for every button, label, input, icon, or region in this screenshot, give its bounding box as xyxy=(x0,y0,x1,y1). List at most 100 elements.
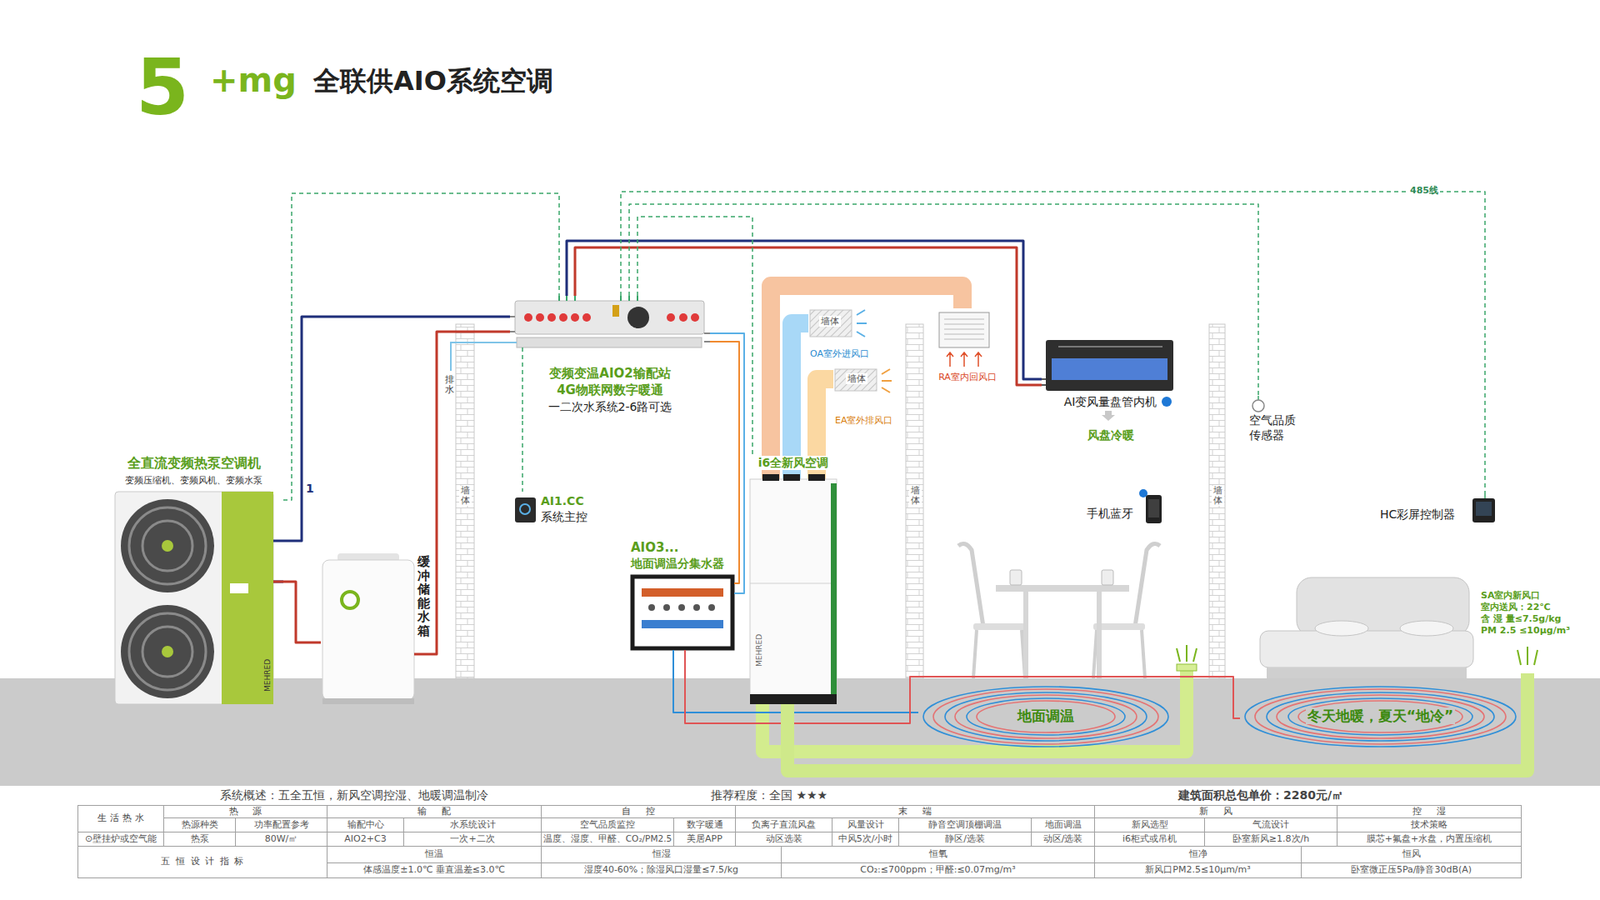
wall-label: 墙体 xyxy=(909,485,922,506)
distribution-station: 变频变温AIO2输配站4G物联网数字暖通一二次水系统2-6路可选 xyxy=(510,295,710,421)
wall-box xyxy=(810,310,852,337)
table-text: 技术策略 xyxy=(1410,820,1448,830)
table-text: 湿度40-60%；除湿风口湿量≤7.5/kg xyxy=(584,865,739,875)
valve xyxy=(678,604,685,611)
outlet-spec: 含 湿 量≤7.5g/kg xyxy=(1480,613,1561,625)
air-duct xyxy=(791,323,809,455)
manifold-box xyxy=(632,576,733,649)
fresh-air-unit xyxy=(750,479,837,703)
pipe-note: 排水 xyxy=(445,375,455,395)
valve xyxy=(559,313,568,322)
table-cell: 卧室新风≥1.8次/h xyxy=(1204,831,1338,847)
outdoor-unit-body xyxy=(115,491,274,705)
manifold-bar xyxy=(641,620,724,629)
table-text: 恒温 xyxy=(425,849,444,860)
supply-air-outlet: SA室内新风口室内送风：22℃含 湿 量≤7.5g/kgPM 2.5 ≤10μg… xyxy=(1479,590,1573,674)
floor-manifold: AIO3...地面调温分集水器 xyxy=(629,540,735,650)
coil-pipe xyxy=(923,686,1169,747)
coil-pipe xyxy=(1266,692,1495,741)
valve xyxy=(570,313,580,322)
table-cell: 热泵 xyxy=(163,831,236,847)
wire-label: 485线 xyxy=(1408,185,1440,196)
table-cell: 动区/选装 xyxy=(1030,831,1095,847)
table-cell: 空气品质监控 xyxy=(540,817,675,833)
water-pipe xyxy=(283,316,510,541)
floor-vent xyxy=(1176,664,1197,671)
table-text: 气流设计 xyxy=(1252,820,1290,830)
table-cell: 自控 xyxy=(540,805,736,819)
station-bar xyxy=(516,337,702,348)
unit-seam xyxy=(750,583,831,585)
table-text: 自控 xyxy=(607,806,670,817)
station-panel xyxy=(515,300,705,335)
table-text: 末端 xyxy=(884,806,947,817)
table-text: 五恒设计指标 xyxy=(155,856,250,867)
air-arrows xyxy=(881,369,892,393)
vent-label: EA室外排风口 xyxy=(835,415,893,426)
unit-title: i6全新风空调 xyxy=(756,455,831,470)
table-cell: 输配中心 xyxy=(326,817,405,833)
table-cell: 气流设计 xyxy=(1204,817,1338,833)
wall-label: 墙体 xyxy=(459,485,472,506)
table-text: 地面调温 xyxy=(1045,820,1082,830)
table-cell: 技术策略 xyxy=(1336,817,1522,833)
table-cell: 卧室微正压5Pa/静音30dB(A) xyxy=(1300,862,1522,879)
table-text: 温度、湿度、甲醛、CO₂/PM2.5 xyxy=(543,834,672,845)
summary-text: 系统概述：五全五恒，新风空调控湿、地暖调温制冷 xyxy=(220,788,489,803)
table-text: 膜芯+氟盘+水盘，内置压缩机 xyxy=(1366,834,1492,845)
outlet-spec: PM 2.5 ≤10μg/m³ xyxy=(1480,625,1570,636)
wall xyxy=(1209,324,1225,679)
table-cell: 恒温 xyxy=(326,845,542,864)
manifold-model: AIO3... xyxy=(630,540,679,555)
wall-label: 墙体 xyxy=(1211,485,1225,506)
table-leg xyxy=(1096,591,1102,679)
coil-pipe xyxy=(1245,686,1516,747)
table-text: 动区/选装 xyxy=(1043,834,1084,845)
table-cell: 生活热水 xyxy=(77,805,165,833)
table-cell: 新风 xyxy=(1094,805,1338,819)
table-text: 恒湿 xyxy=(652,849,671,860)
phone-name: 手机蓝牙 xyxy=(1086,506,1134,521)
screen xyxy=(1475,501,1492,516)
manifold-name: 地面调温分集水器 xyxy=(630,556,725,571)
table-text: 负离子直流风盘 xyxy=(751,820,816,830)
table-cell: CO₂:≤700ppm；甲醛:≤0.07mg/m³ xyxy=(780,862,1095,879)
exhaust-air-outlet: 墙体EA室外排风口 xyxy=(833,366,902,427)
coil-pipe xyxy=(1255,689,1506,745)
vent-grille xyxy=(944,319,985,340)
wall xyxy=(905,324,924,679)
table-text: 静区/选装 xyxy=(945,834,985,845)
table-cell: 静区/选装 xyxy=(898,831,1032,847)
table-text: 80W/㎡ xyxy=(265,834,299,845)
pillow xyxy=(1315,620,1369,636)
fan-hub xyxy=(161,540,174,552)
table-text: 恒氧 xyxy=(929,849,948,860)
table-text: 水系统设计 xyxy=(450,820,496,830)
table-text: 热源 xyxy=(214,806,277,817)
unit-base xyxy=(750,694,837,705)
pillow xyxy=(1400,620,1454,636)
table-text: 控湿 xyxy=(1398,806,1461,817)
table-text: AIO2+C3 xyxy=(344,834,386,845)
table-cell: 中风5次/小时 xyxy=(831,831,900,847)
table-text: 输配中心 xyxy=(347,820,385,830)
fan-coil-blower xyxy=(1051,358,1168,380)
table-top xyxy=(995,585,1130,592)
table-text: i6柜式或吊机 xyxy=(1122,834,1177,845)
station-note: 一二次水系统2-6路可选 xyxy=(548,400,673,415)
tank-base xyxy=(322,698,415,705)
valve xyxy=(663,604,670,611)
air-arrows xyxy=(856,310,867,337)
summary-text: 建筑面积总包单价：2280元/㎡ xyxy=(1178,788,1344,803)
screen-controller-icon xyxy=(1472,498,1495,523)
table-cell: 热源种类 xyxy=(163,817,236,833)
table-cell: 地面调温 xyxy=(1030,817,1095,833)
table-text: 美居APP xyxy=(686,834,723,845)
outdoor-unit-panel xyxy=(221,491,274,705)
fan-grille xyxy=(142,626,193,677)
water-pipe xyxy=(433,331,510,655)
valve xyxy=(679,313,688,322)
floor-coil: 地面调温 xyxy=(918,683,1174,750)
water-pipe xyxy=(710,333,745,594)
